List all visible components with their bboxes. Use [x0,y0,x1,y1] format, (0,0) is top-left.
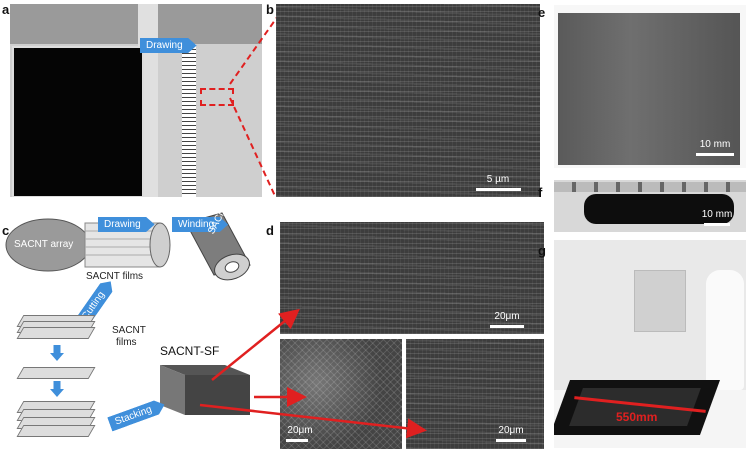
panel-label-f: f [538,185,543,200]
cnt-sheet [558,13,740,165]
setup-frame [10,4,262,44]
scale-bar-e [696,153,734,156]
scale-text-b: 5 µm [486,174,510,185]
panel-label-g: g [538,243,546,258]
schematic-drawing [5,212,251,415]
drawing-arrow: Drawing [140,38,197,53]
down-arrow [50,381,64,397]
scale-text-f: 10 mm [701,209,733,220]
scale-bar-d-right [496,439,526,442]
panel-d-top-sem: 20μm [280,222,544,334]
dimension-label: 550mm [616,410,658,424]
films-label-2b: films [116,337,137,348]
panel-a: Drawing [10,4,262,197]
drawing-arrow-c: Drawing [98,217,155,232]
setup-ruler [182,44,196,197]
panel-e-photo: 10 mm [554,5,746,168]
panel-g-photo: 550mm [554,240,746,448]
panel-d-right-sem: 20μm [406,339,544,449]
scale-bar-d-left [286,439,308,442]
winding-arrow: Winding [172,217,229,232]
roller-rail [554,182,746,192]
room-window [634,270,686,332]
scale-text-d-top: 20μm [494,311,520,322]
panel-c: SACNT array Drawing Winding SACNT films … [0,205,275,449]
panel-d-left-sem: 20μm [280,339,402,449]
person [706,270,744,390]
panel-f-photo: 10 mm [554,180,746,232]
sf-label: SACNT-SF [160,344,220,358]
panel-label-b: b [266,2,274,17]
films-label: SACNT films [86,271,144,282]
scale-text-d-left: 20μm [287,425,313,436]
films-label-2: SACNT [112,325,146,336]
panel-label-d: d [266,223,274,238]
array-label: SACNT array [14,239,74,250]
scale-bar-b [476,188,521,191]
scale-bar-f [704,223,730,226]
panel-label-e: e [538,5,546,20]
panel-label-a: a [2,2,10,17]
scale-bar-d-top [490,325,524,328]
scale-text-d-right: 20μm [498,425,524,436]
down-arrow [50,345,64,361]
panel-b-sem: 5 µm [276,4,540,197]
panel-label-c: c [2,223,10,238]
cnt-film-sheet [12,46,144,197]
selection-box [200,88,234,106]
scale-text-e: 10 mm [699,139,731,150]
roller [584,194,734,224]
